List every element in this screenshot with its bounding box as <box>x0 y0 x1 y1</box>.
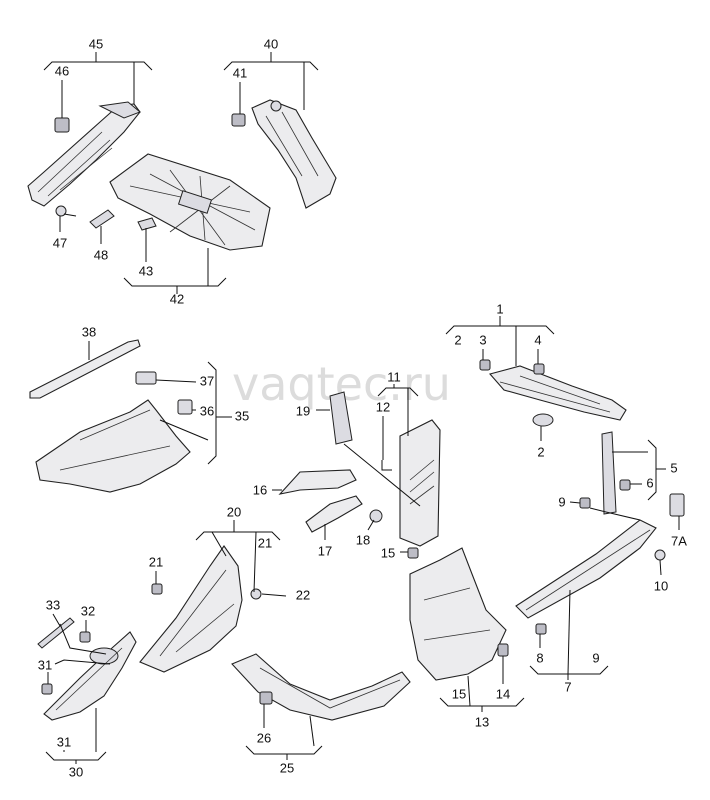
part-18-clip <box>369 509 383 523</box>
part-7-sill-trim <box>515 519 657 619</box>
callout-c16: 16 <box>253 482 267 497</box>
part-36-clip <box>177 399 193 415</box>
callout-c9b: 9 <box>592 650 599 665</box>
callout-c15b: 15 <box>452 686 466 701</box>
part-33-strip <box>37 617 75 649</box>
callout-c10: 10 <box>654 578 668 593</box>
part-20-trim <box>139 545 243 673</box>
callout-c13: 13 <box>475 714 489 729</box>
callout-c1: 1 <box>496 301 503 316</box>
part-26-clip <box>259 691 273 705</box>
part-38-strip <box>29 339 141 399</box>
callout-c2b: 2 <box>537 444 544 459</box>
callout-c18: 18 <box>356 532 370 547</box>
callout-c11: 11 <box>387 369 401 384</box>
callout-c4: 4 <box>534 332 541 347</box>
callout-c26: 26 <box>257 730 271 745</box>
part-10-screw <box>654 549 666 561</box>
callout-c21b: 21 <box>149 554 163 569</box>
callout-c46: 46 <box>55 63 69 78</box>
part-35-trim <box>35 399 191 493</box>
part-32-clip <box>79 631 91 643</box>
callout-c22: 22 <box>296 587 310 602</box>
callout-c43: 43 <box>139 263 153 278</box>
part-3-clip <box>479 359 491 371</box>
callout-c40: 40 <box>264 36 278 51</box>
callout-c31a: 31 <box>38 657 52 672</box>
callout-c17: 17 <box>318 543 332 558</box>
callout-c2a: 2 <box>454 332 461 347</box>
part-15-clip <box>407 547 419 559</box>
callout-c37: 37 <box>200 373 214 388</box>
part-30-trim <box>43 631 137 721</box>
part-5-pillar-panel <box>601 431 617 515</box>
callout-c45: 45 <box>89 36 103 51</box>
part-46-clip <box>54 117 70 133</box>
callout-c20: 20 <box>227 504 241 519</box>
part-13-pillar-lower <box>409 547 507 681</box>
callout-c33: 33 <box>46 597 60 612</box>
callout-c9a: 9 <box>558 494 565 509</box>
part-19-belt-part <box>329 391 353 445</box>
part-25-sill-trim <box>231 653 411 721</box>
part-8-clip <box>535 623 547 635</box>
part-1-pillar-trim <box>489 365 627 421</box>
callout-c38: 38 <box>82 324 96 339</box>
part-17-handle-cover <box>305 495 363 533</box>
part-48-cover <box>89 209 115 229</box>
callout-c32: 32 <box>81 603 95 618</box>
part-7A-bracket <box>669 493 685 517</box>
callout-c21a: 21 <box>258 535 272 550</box>
part-43-clip <box>137 217 157 231</box>
callout-c42: 42 <box>170 291 184 306</box>
callout-c14: 14 <box>496 686 510 701</box>
part-42-headliner <box>109 153 271 251</box>
callout-c35: 35 <box>235 408 249 423</box>
callout-c12: 12 <box>376 399 390 414</box>
callout-c8: 8 <box>536 650 543 665</box>
callout-c6: 6 <box>646 475 653 490</box>
part-12-bracket <box>381 460 392 471</box>
part-40-pillar-trim <box>251 99 337 209</box>
callout-c47: 47 <box>53 235 67 250</box>
part-47-screw <box>55 205 77 217</box>
part-11-pillar-trim <box>399 419 441 547</box>
part-31-clip <box>41 683 53 695</box>
part-4-clip <box>533 363 545 375</box>
callout-c48: 48 <box>94 247 108 262</box>
part-41-clip <box>231 113 246 127</box>
callout-c31b: 31 <box>57 734 71 749</box>
callout-c7: 7 <box>564 679 571 694</box>
callout-c25: 25 <box>280 760 294 775</box>
leader-lines <box>43 52 680 764</box>
callout-c30: 30 <box>69 764 83 779</box>
part-37-clip <box>135 371 157 385</box>
callout-c19: 19 <box>296 403 310 418</box>
part-6-clip <box>619 479 631 491</box>
callout-c36: 36 <box>200 403 214 418</box>
part-21-clip <box>151 583 163 595</box>
callout-c41: 41 <box>233 65 247 80</box>
part-45-pillar-trim <box>27 101 141 207</box>
part-22-clip <box>250 588 262 600</box>
part-16-handle <box>278 469 357 495</box>
part-14-clip <box>497 643 509 657</box>
callout-c3: 3 <box>479 332 486 347</box>
callout-c7A: 7A <box>671 533 687 548</box>
callout-c5: 5 <box>670 460 677 475</box>
part-9-clip <box>579 497 591 509</box>
part-2-cover <box>532 413 554 427</box>
callout-c15a: 15 <box>381 545 395 560</box>
